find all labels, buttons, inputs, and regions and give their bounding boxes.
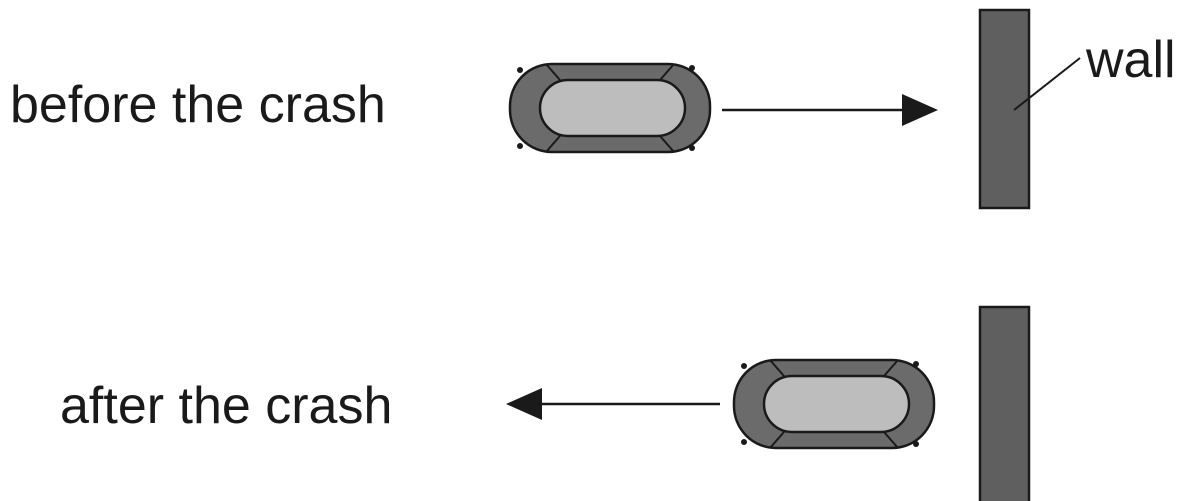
- car-after-icon: [732, 358, 936, 450]
- wall-label: wall: [1085, 31, 1176, 89]
- before-label: before the crash: [10, 76, 386, 134]
- after-label: after the crash: [60, 377, 392, 435]
- wall-pointer-line: [1013, 57, 1081, 111]
- arrow-left-icon: [506, 388, 720, 420]
- wall-top: [978, 8, 1031, 210]
- car-before-icon: [508, 62, 712, 154]
- wall-bottom: [978, 305, 1031, 501]
- arrow-right-icon: [722, 94, 938, 126]
